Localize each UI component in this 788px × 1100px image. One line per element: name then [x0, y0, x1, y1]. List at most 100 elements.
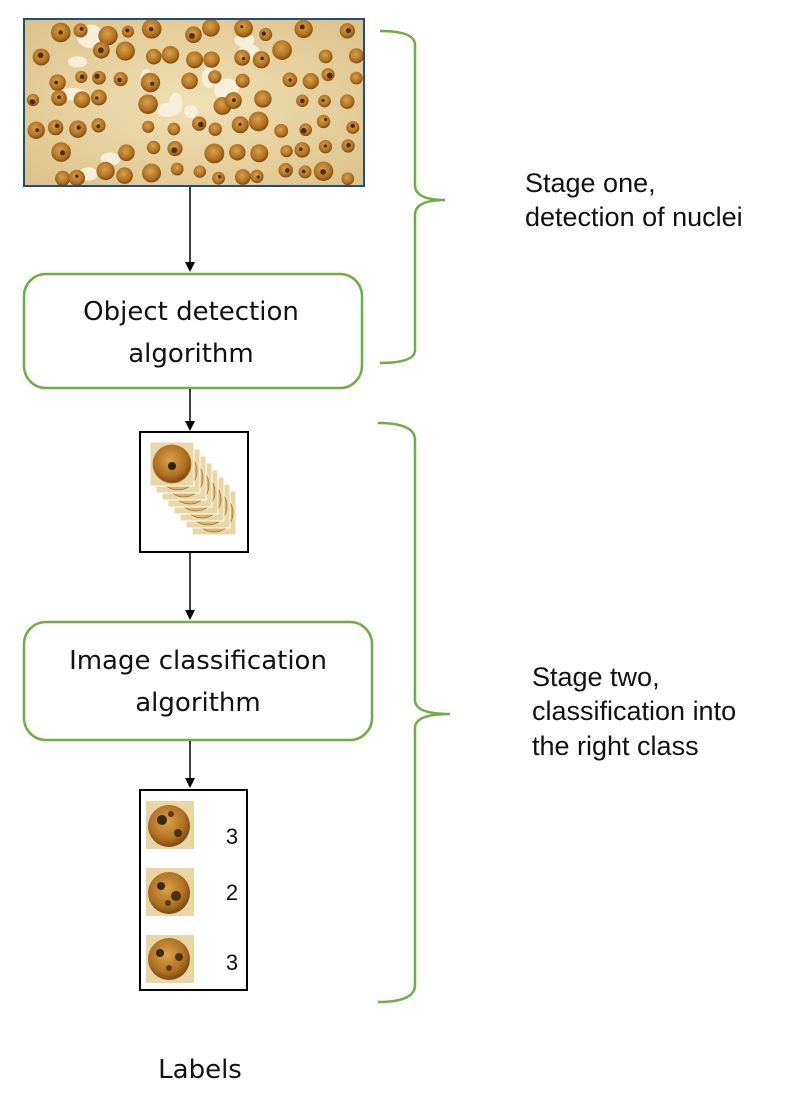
tissue-nucleus — [115, 41, 135, 61]
tissue-nucleolus — [238, 122, 242, 126]
stage-two-brace — [377, 421, 451, 1004]
tissue-nucleolus — [125, 28, 130, 33]
tissue-nucleus — [142, 163, 162, 183]
tissue-nucleolus — [75, 174, 79, 178]
tissue-nucleus — [274, 123, 289, 138]
tissue-nucleolus — [150, 81, 155, 86]
tissue-nucleolus — [79, 74, 85, 80]
tissue-nucleus — [181, 72, 198, 90]
tissue-pale-area — [156, 102, 180, 117]
tissue-nucleolus — [76, 125, 81, 130]
tissue-nucleus — [186, 51, 204, 69]
tissue-nucleus — [73, 91, 91, 108]
tissue-nucleolus — [288, 78, 292, 82]
tissue-nucleus — [138, 94, 158, 115]
label-value-3: 3 — [226, 950, 238, 975]
tissue-nucleus — [68, 169, 86, 186]
tissue-pale-area — [67, 56, 88, 68]
stage-two-line1: Stage two, — [532, 662, 660, 692]
tissue-nucleus — [250, 144, 269, 163]
tissue-nucleolus — [35, 128, 40, 132]
tissue-nucleus — [208, 70, 222, 84]
tissue-nucleolus — [60, 150, 66, 156]
object-detection-line2: algorithm — [128, 339, 253, 369]
tissue-nucleolus — [299, 24, 305, 30]
tissue-nucleus — [203, 51, 220, 68]
labeled-nucleus-1 — [146, 801, 194, 849]
tissue-nucleus — [145, 48, 162, 65]
tissue-nucleus — [142, 120, 155, 133]
tissue-nucleus — [167, 122, 181, 136]
tissue-nucleolus — [326, 72, 333, 79]
tissue-nucleolus — [323, 144, 328, 148]
tissue-nucleolus — [98, 47, 104, 54]
tissue-nucleolus — [285, 168, 290, 173]
tissue-nucleus — [212, 171, 225, 185]
tissue-nucleus — [193, 165, 207, 178]
stage-one-line2: detection of nuclei — [525, 202, 743, 232]
tissue-nucleolus — [117, 77, 122, 83]
tissue-nucleus — [96, 161, 115, 181]
tissue-nucleus — [280, 144, 293, 158]
tissue-nucleus — [204, 143, 225, 164]
tissue-nucleus — [339, 94, 355, 109]
tissue-nucleolus — [300, 127, 307, 134]
labeled-nucleus-3 — [146, 935, 194, 983]
tissue-nucleus — [202, 19, 220, 37]
tissue-nucleus — [234, 49, 251, 66]
tissue-nucleus — [55, 170, 71, 186]
tissue-nucleolus — [345, 27, 351, 34]
tissue-nucleolus — [350, 123, 355, 129]
tissue-nucleolus — [242, 56, 246, 61]
tissue-nucleus — [229, 143, 246, 161]
tissue-nucleolus — [148, 27, 154, 32]
tissue-nucleolus — [260, 56, 264, 61]
tissue-nucleus — [161, 45, 180, 64]
image-classification-line1: Image classification — [69, 646, 327, 676]
tissue-nucleus — [248, 111, 269, 132]
tissue-nucleolus — [346, 142, 351, 148]
object-detection-box: Object detection algorithm — [22, 272, 364, 390]
tissue-nucleus — [348, 48, 364, 64]
tissue-nucleus — [208, 122, 222, 136]
tissue-nucleus — [116, 167, 133, 184]
tissue-nucleus — [146, 140, 161, 155]
tissue-nucleus — [272, 40, 292, 60]
label-value-1: 3 — [226, 824, 238, 849]
tissue-nucleolus — [231, 98, 236, 103]
stage-two-description: Stage two, classification into the right… — [532, 662, 736, 761]
tissue-nucleus — [318, 49, 333, 64]
tissue-nucleus — [254, 90, 272, 108]
tissue-nucleolus — [301, 169, 306, 174]
tissue-pale-area — [234, 33, 255, 47]
nucleus-crops-stack — [139, 431, 249, 553]
labeled-nuclei-panel: 3 2 3 — [139, 789, 248, 991]
tissue-nucleus — [170, 162, 184, 176]
tissue-nucleus — [234, 169, 251, 185]
tissue-nucleus — [118, 144, 135, 162]
stage-one-brace — [379, 29, 446, 365]
crop-nucleolus — [168, 462, 176, 470]
image-classification-box: Image classification algorithm — [22, 620, 374, 742]
tissue-nucleolus — [29, 99, 36, 105]
tissue-nucleolus — [54, 123, 60, 129]
tissue-nucleolus — [240, 25, 244, 29]
stage-one-description: Stage one, detection of nuclei — [525, 168, 743, 232]
tissue-nucleolus — [320, 169, 326, 175]
tissue-nucleolus — [37, 52, 44, 59]
tissue-nucleus — [316, 114, 331, 129]
labels-caption: Labels — [158, 1055, 242, 1085]
tissue-image — [23, 18, 365, 187]
tissue-nucleolus — [96, 124, 101, 129]
tissue-nucleolus — [58, 30, 63, 35]
tissue-nuclei — [26, 19, 364, 186]
tissue-nucleus — [98, 25, 118, 46]
tissue-nucleolus — [79, 27, 84, 31]
tissue-nucleolus — [300, 98, 305, 104]
tissue-nucleus — [302, 72, 319, 90]
label-value-2: 2 — [226, 880, 238, 905]
crop-stack — [149, 441, 237, 536]
tissue-nucleolus — [171, 147, 178, 154]
stage-two-line2: classification into — [532, 696, 736, 726]
